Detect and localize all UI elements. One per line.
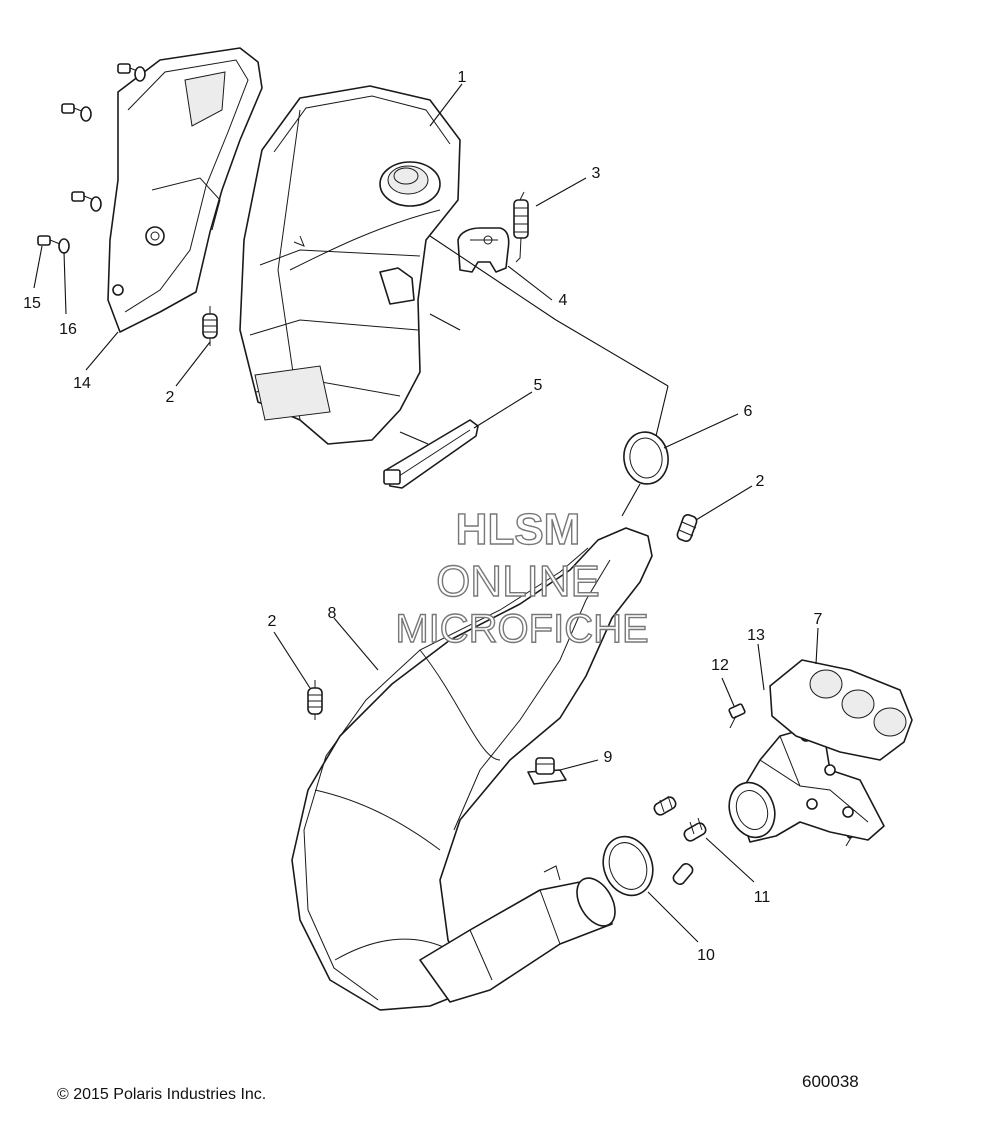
copyright-notice: © 2015 Polaris Industries Inc. (57, 1086, 267, 1103)
leader-8 (333, 617, 379, 671)
springs-11 (653, 795, 707, 886)
callout-7: 7 (814, 611, 823, 628)
leader-6 (663, 413, 739, 449)
callout-11: 11 (754, 889, 771, 906)
spring-2-left (202, 306, 218, 346)
leader-9 (559, 759, 599, 771)
leader-15 (33, 245, 43, 289)
callout-10: 10 (697, 947, 715, 964)
strap-5 (383, 419, 479, 489)
callout-8: 8 (328, 605, 337, 622)
leader-16 (63, 251, 67, 315)
leader-7 (815, 627, 819, 665)
muffler (239, 85, 461, 445)
callout-5: 5 (534, 377, 543, 394)
callout-16: 16 (59, 321, 77, 338)
leader-3 (535, 177, 587, 207)
leader-10 (647, 891, 699, 943)
exhaust-manifold (728, 727, 885, 843)
watermark: HLSM ONLINE MICROFICHE (395, 504, 650, 651)
spring-2-lower (307, 680, 323, 720)
leader-4-f (429, 313, 461, 331)
leader-1 (429, 83, 463, 127)
leader-5 (473, 391, 533, 429)
callout-3: 3 (592, 165, 601, 182)
figure-number: 600038 (802, 1072, 859, 1091)
callout-numbers: 1 3 4 5 6 2 2 2 8 9 10 11 12 13 7 14 15 … (23, 69, 822, 964)
leader-4-d (429, 235, 557, 321)
leader-2-right (695, 485, 753, 521)
bracket-4 (457, 227, 510, 273)
callout-4: 4 (559, 292, 568, 309)
leader-2-lower (273, 631, 311, 689)
gasket-7 (769, 659, 913, 761)
spring-3 (513, 191, 529, 263)
watermark-line-1: HLSM (456, 505, 581, 554)
leader-lines (33, 83, 819, 943)
leader-4-e (621, 483, 641, 517)
leader-11 (705, 837, 755, 883)
leader-4-a (507, 265, 553, 301)
callout-6: 6 (744, 403, 753, 420)
callout-1: 1 (458, 69, 467, 86)
leader-4-c (655, 385, 669, 437)
leader-12 (721, 677, 735, 707)
leader-2-left (175, 341, 211, 387)
leader-14 (85, 331, 119, 371)
callout-13: 13 (747, 627, 765, 644)
washers-16 (58, 66, 146, 254)
expansion-chamber (291, 527, 653, 1011)
seal-ring-6 (623, 431, 669, 485)
spring-2-right (676, 513, 698, 543)
leader-5-b (399, 431, 429, 445)
callout-12: 12 (711, 657, 729, 674)
callout-9: 9 (604, 749, 613, 766)
watermark-line-3: MICROFICHE (395, 607, 648, 651)
callout-2-right: 2 (756, 473, 765, 490)
plug-9 (527, 757, 567, 785)
leader-13 (757, 643, 765, 691)
callout-2-left: 2 (166, 389, 175, 406)
clamp-ring-10 (602, 835, 654, 897)
callout-2-lower: 2 (268, 613, 277, 630)
callout-15: 15 (23, 295, 41, 312)
watermark-line-2: ONLINE (436, 557, 600, 606)
callout-14: 14 (73, 375, 91, 392)
heat-shield (107, 47, 263, 333)
leader-4-b (555, 319, 669, 387)
